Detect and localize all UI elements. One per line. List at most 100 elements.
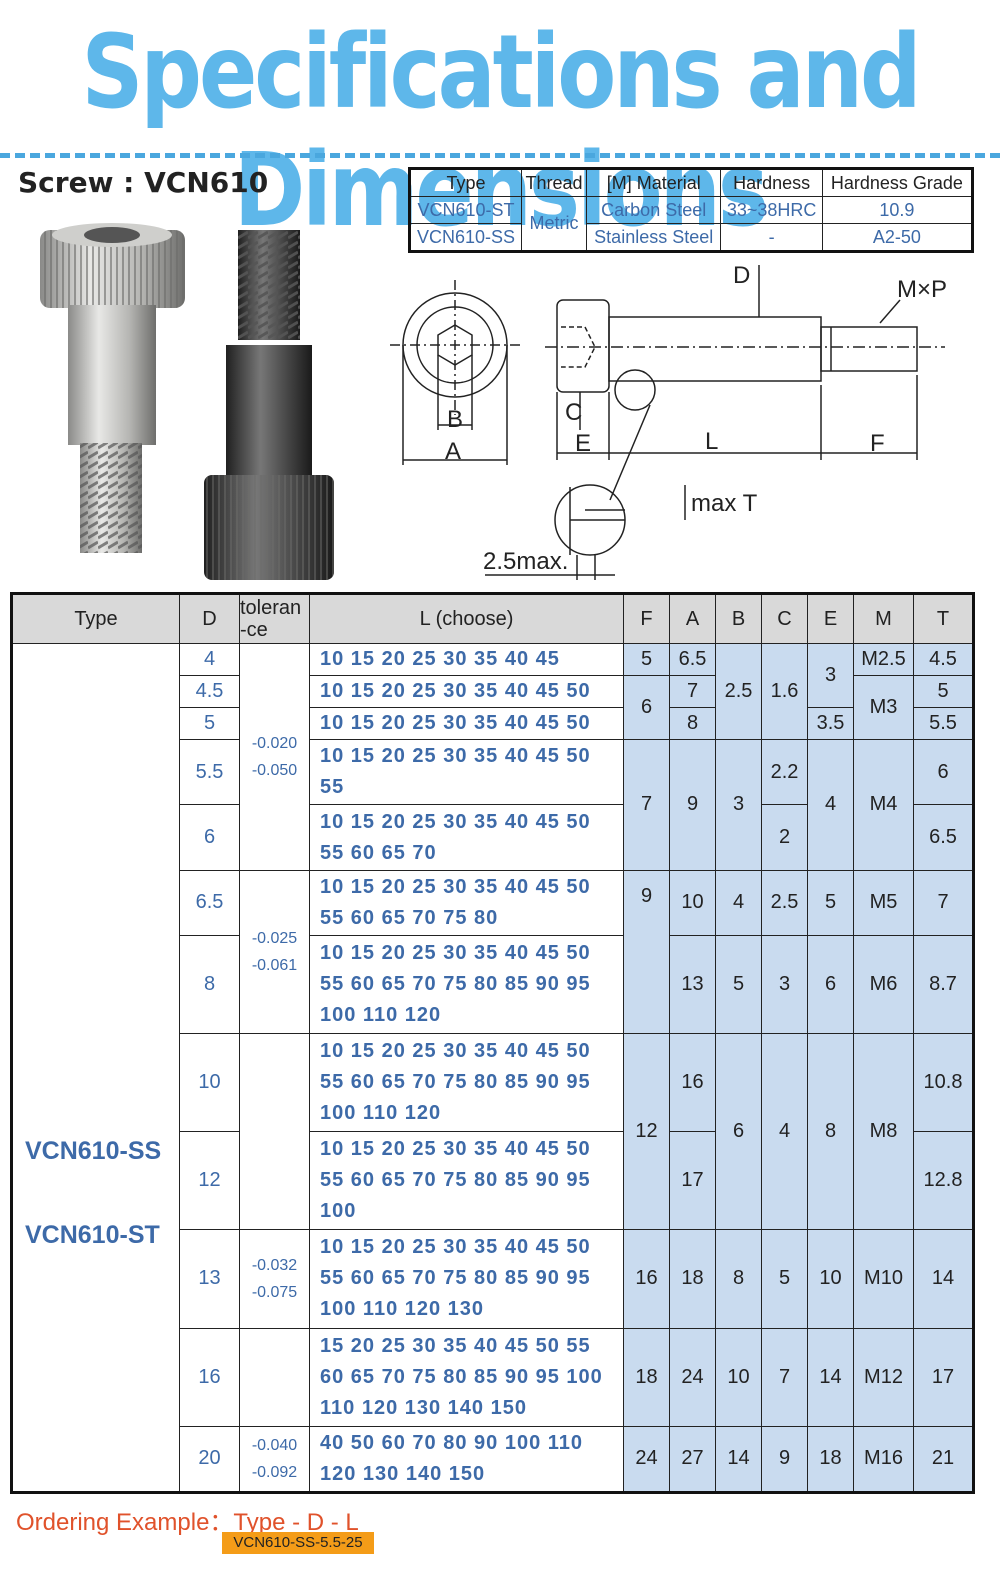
t-cell: 21 <box>913 1425 974 1494</box>
dimension-table: Type D toleran -ce L (choose) F A B C E … <box>10 592 975 1494</box>
t-cell: 6 <box>913 739 974 806</box>
label-maxT: max T <box>691 490 758 517</box>
header-d: D <box>179 592 240 645</box>
header-m: M <box>853 592 914 645</box>
t-cell: 8.7 <box>913 934 974 1034</box>
spec-header-hardness: Hardness <box>720 168 823 197</box>
d-cell: 10 <box>179 1032 240 1133</box>
e-cell: 8 <box>807 1032 854 1231</box>
l-cell: 10 15 20 25 30 35 40 45 50 <box>309 675 624 709</box>
t-cell: 5 <box>913 675 974 709</box>
tolerance-cell: -0.040-0.092 <box>239 1425 310 1494</box>
header-l: L (choose) <box>309 592 624 645</box>
type-name-ss: VCN610-SS <box>25 1136 162 1165</box>
c-cell: 3 <box>761 934 808 1034</box>
c-cell: 7 <box>761 1327 808 1427</box>
c-cell: 5 <box>761 1229 808 1329</box>
c-cell: 2.5 <box>761 869 808 936</box>
spec-grade-ss: A2-50 <box>821 223 974 252</box>
header-e: E <box>807 592 854 645</box>
d-cell: 5 <box>179 707 240 741</box>
m-cell: M10 <box>853 1229 914 1329</box>
spec-material-ss: Stainless Steel <box>585 223 722 252</box>
e-cell: 3 <box>807 643 854 709</box>
label-C: C <box>565 399 582 426</box>
d-cell: 12 <box>179 1131 240 1231</box>
b-cell: 4 <box>715 869 762 936</box>
ordering-label: Ordering Example：Type - D - L <box>16 1509 359 1536</box>
a-cell: 17 <box>669 1131 716 1231</box>
e-cell: 5 <box>807 869 854 936</box>
d-cell: 6.5 <box>179 869 240 936</box>
f-cell: 16 <box>623 1229 670 1329</box>
m-cell: M16 <box>853 1425 914 1494</box>
a-cell: 16 <box>669 1032 716 1133</box>
b-cell: 14 <box>715 1425 762 1494</box>
a-cell: 18 <box>669 1229 716 1329</box>
spec-header-material: [M] Material <box>585 168 722 197</box>
header-t: T <box>913 592 974 645</box>
spec-type-ss: VCN610-SS <box>408 223 523 252</box>
header-a: A <box>669 592 716 645</box>
f-cell: 7 <box>623 739 670 871</box>
header-c: C <box>761 592 808 645</box>
technical-drawing: B A D M×P C E L F max T 2.5max. <box>390 262 947 580</box>
f-cell: 24 <box>623 1425 670 1494</box>
c-cell: 9 <box>761 1425 808 1494</box>
e-cell: 14 <box>807 1327 854 1427</box>
header-type: Type <box>11 592 180 645</box>
m-cell: M3 <box>853 675 914 741</box>
label-D: D <box>733 262 750 289</box>
spec-grade-st: 10.9 <box>821 196 974 224</box>
product-photo <box>40 223 334 580</box>
tolerance-cell: -0.025-0.061 <box>239 869 310 1034</box>
b-cell: 10 <box>715 1327 762 1427</box>
d-cell: 4 <box>179 643 240 677</box>
f-cell: 9 <box>623 869 670 1034</box>
tolerance-cell: -0.032-0.075 <box>239 1229 310 1329</box>
label-E: E <box>575 430 591 457</box>
ordering-example: VCN610-SS-5.5-25 <box>222 1532 374 1554</box>
type-cell: VCN610-SS VCN610-ST <box>11 643 180 1493</box>
c-cell: 1.6 <box>761 643 808 741</box>
spec-header-grade: Hardness Grade <box>821 168 974 197</box>
a-cell: 27 <box>669 1425 716 1494</box>
spec-table: Type Thread [M] Material Hardness Hardne… <box>408 167 974 253</box>
header-f: F <box>623 592 670 645</box>
e-cell: 6 <box>807 934 854 1034</box>
d-cell: 6 <box>179 804 240 871</box>
t-cell: 14 <box>913 1229 974 1329</box>
b-cell: 6 <box>715 1032 762 1231</box>
t-cell: 10.8 <box>913 1032 974 1133</box>
c-cell: 2 <box>761 804 808 871</box>
label-MxP: M×P <box>897 276 947 303</box>
f-cell: 5 <box>623 643 670 677</box>
spec-hardness-ss: - <box>720 223 823 252</box>
tolerance-cell: -0.020-0.050 <box>239 643 310 871</box>
header-tolerance: toleran -ce <box>239 592 310 645</box>
a-cell: 7 <box>669 675 716 709</box>
a-cell: 6.5 <box>669 643 716 677</box>
b-cell: 3 <box>715 739 762 871</box>
d-cell: 5.5 <box>179 739 240 806</box>
t-cell: 7 <box>913 869 974 936</box>
d-cell: 8 <box>179 934 240 1034</box>
screw-title: Screw : VCN610 <box>18 166 269 199</box>
label-B: B <box>447 406 463 433</box>
b-cell: 5 <box>715 934 762 1034</box>
header-tolerance-1: toleran <box>240 597 302 620</box>
t-cell: 5.5 <box>913 707 974 741</box>
d-cell: 16 <box>179 1327 240 1427</box>
f-cell: 12 <box>623 1032 670 1231</box>
m-cell: M2.5 <box>853 643 914 677</box>
m-cell: M5 <box>853 869 914 936</box>
e-cell: 10 <box>807 1229 854 1329</box>
a-cell: 13 <box>669 934 716 1034</box>
